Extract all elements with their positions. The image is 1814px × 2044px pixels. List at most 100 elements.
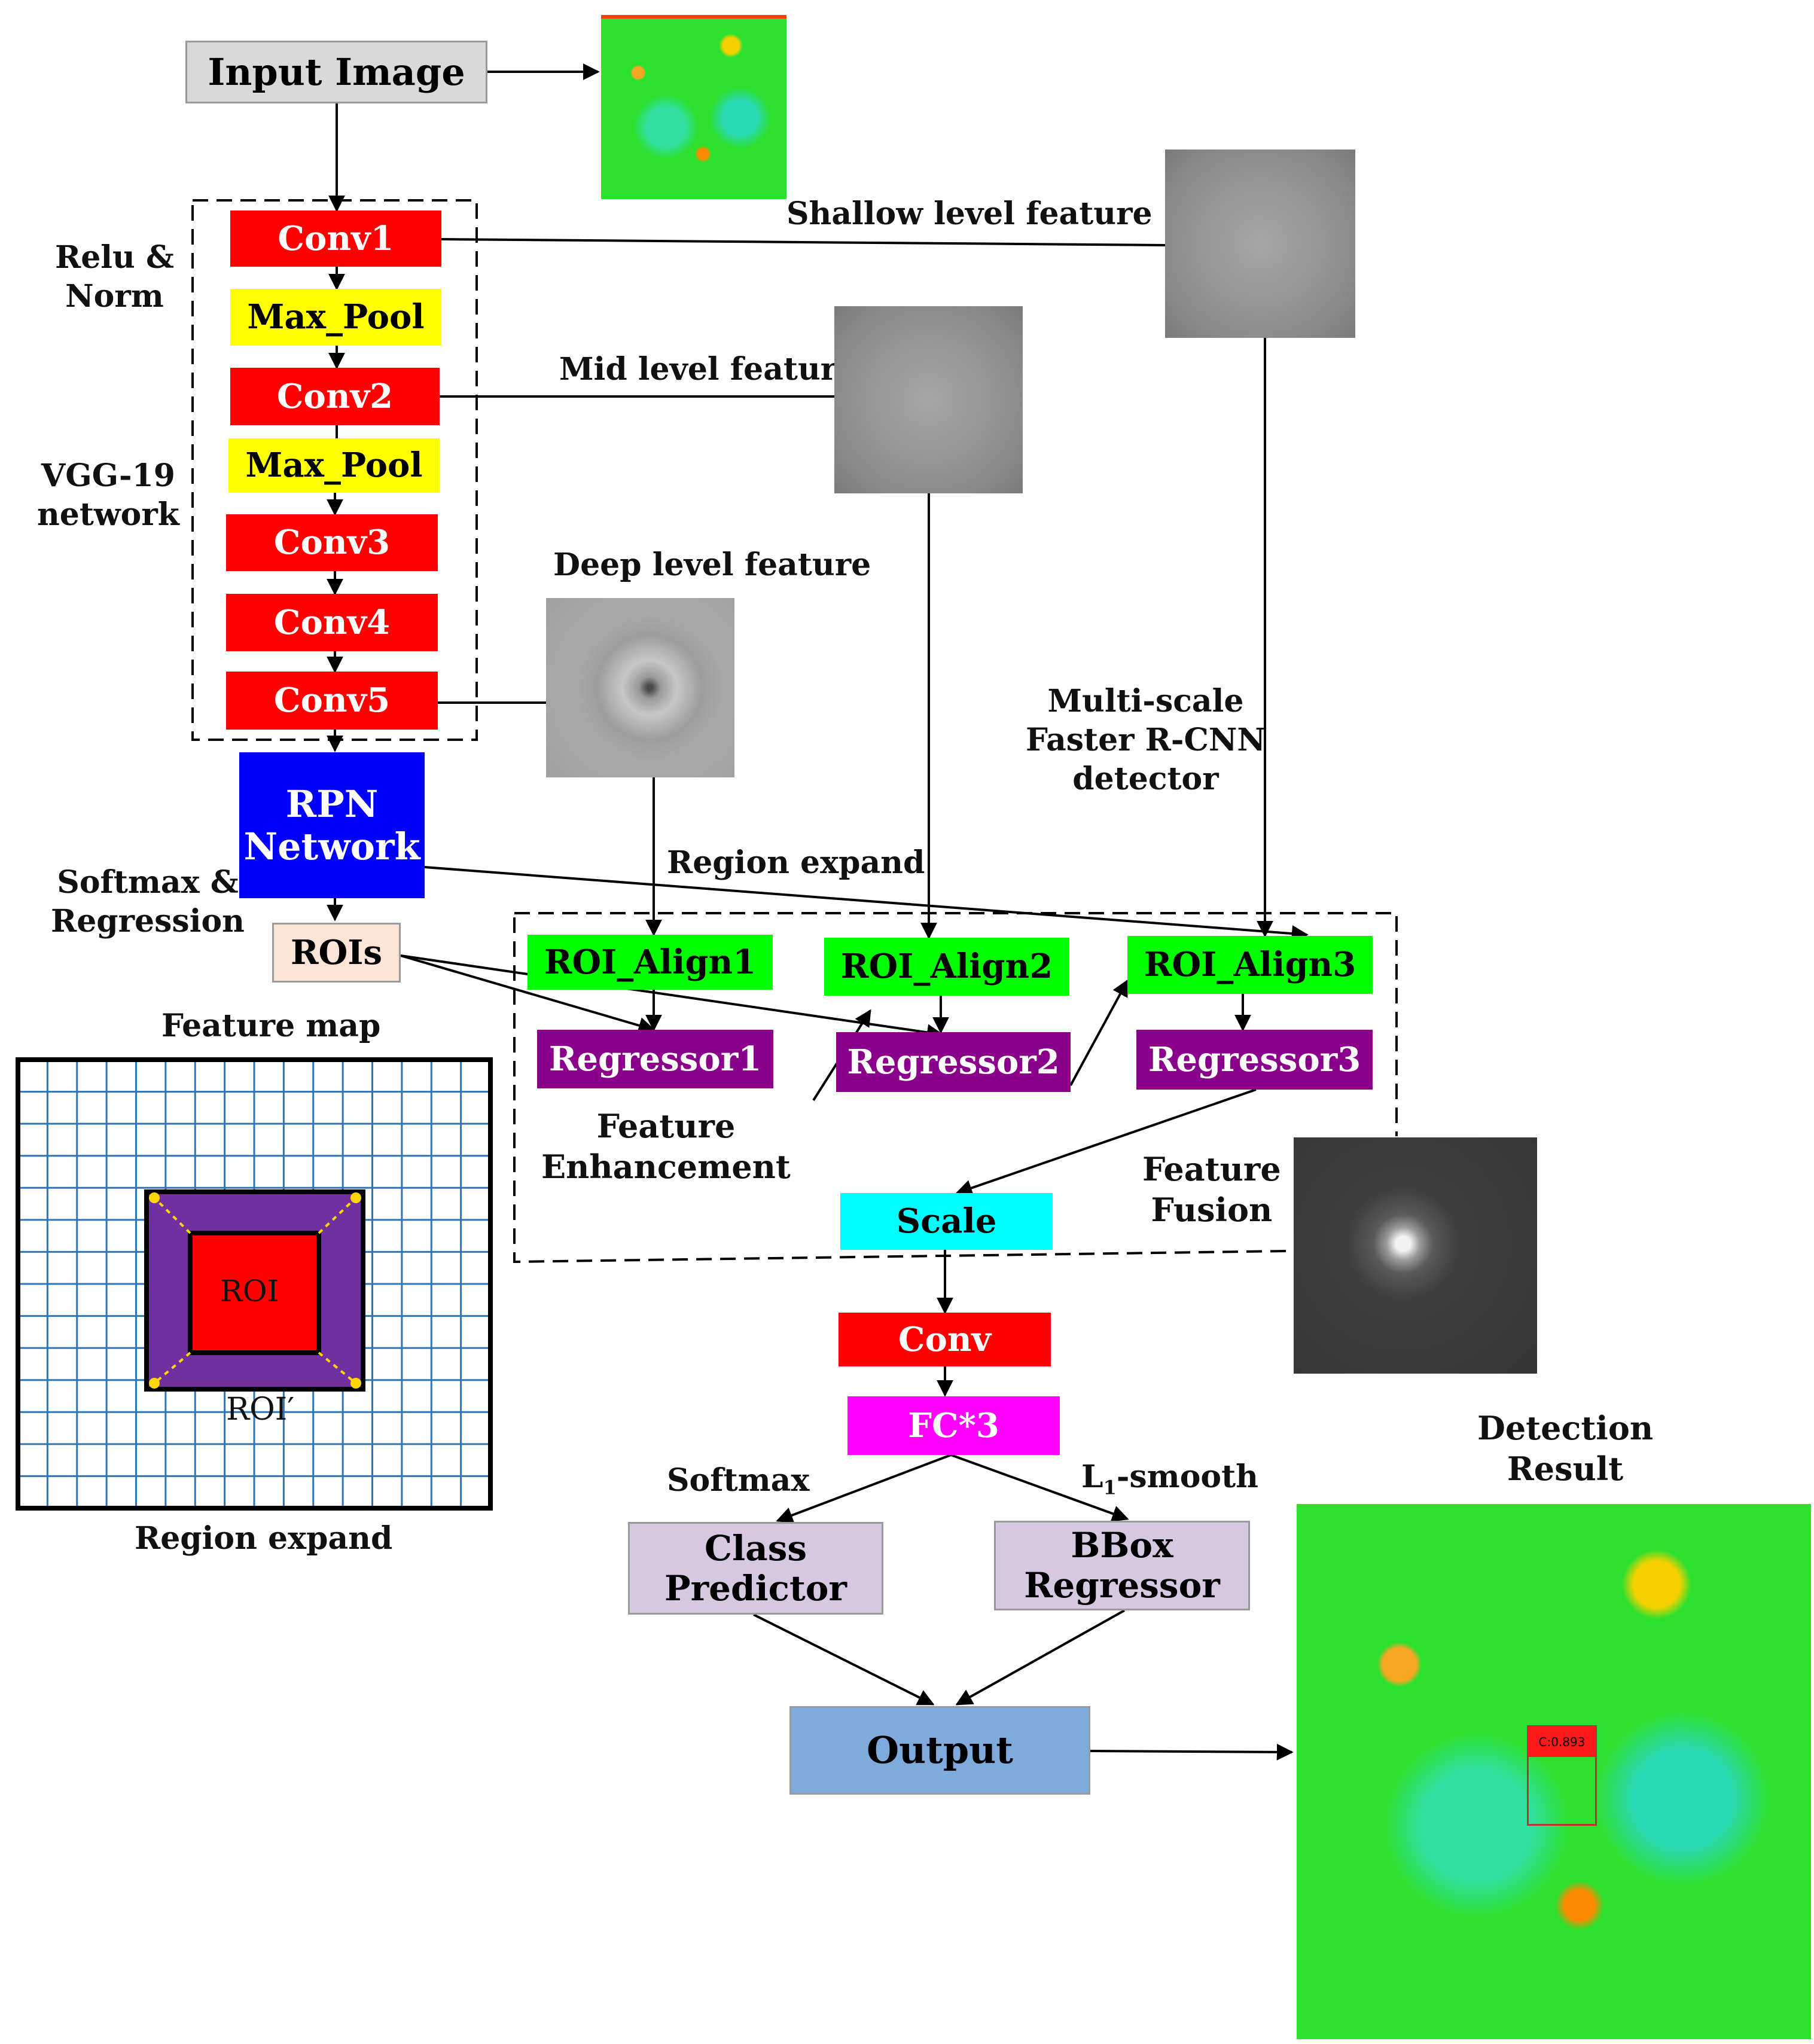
rpn-line-1: RPN: [285, 782, 379, 826]
maxpool1-block: Max_Pool: [230, 289, 441, 346]
detection-result-label: Detection Result: [1477, 1408, 1653, 1489]
conv-label: Conv: [898, 1319, 992, 1359]
input-image-box: Input Image: [185, 41, 487, 103]
scale-label: Scale: [896, 1201, 997, 1241]
l1-suffix: -smooth: [1116, 1459, 1258, 1495]
class-predictor-line-1: Class: [704, 1527, 807, 1569]
input-image-thumbnail: [601, 15, 786, 199]
regressor3-label: Regressor3: [1148, 1039, 1361, 1079]
feature-fusion-line-1: Feature: [1142, 1150, 1281, 1188]
roi-align1-label: ROI_Align1: [544, 942, 757, 982]
conv5-label: Conv5: [273, 681, 391, 721]
feature-enhancement-line-2: Enhancement: [541, 1147, 791, 1186]
vgg19-line-2: network: [37, 496, 179, 533]
expand-arrow: [153, 1197, 191, 1234]
output-block: Output: [789, 1706, 1090, 1795]
relu-norm-line-1: Relu &: [55, 239, 174, 276]
softmax-regression-line-1: Softmax &: [57, 864, 239, 901]
roi-align3-label: ROI_Align3: [1144, 945, 1356, 985]
expand-arrow-head: [149, 1192, 160, 1203]
conv1-label: Conv1: [278, 218, 394, 258]
maxpool2-block: Max_Pool: [228, 438, 440, 493]
regressor3-block: Regressor3: [1136, 1030, 1373, 1090]
roi-align2-block: ROI_Align2: [824, 938, 1069, 996]
detection-result-line-2: Result: [1507, 1449, 1624, 1488]
fused-feature-thumbnail: [1294, 1137, 1537, 1374]
regressor1-block: Regressor1: [537, 1030, 773, 1088]
scale-block: Scale: [840, 1193, 1053, 1250]
class-predictor-line-2: Predictor: [664, 1567, 847, 1609]
detection-box-label: C:0.893: [1529, 1727, 1595, 1757]
inset-feature-map: [16, 1057, 493, 1511]
softmax-regression-label: Softmax & Regression: [51, 863, 245, 941]
deep-feature-label: Deep level feature: [553, 547, 871, 583]
conv-block: Conv: [839, 1313, 1051, 1366]
roi-align1-block: ROI_Align1: [528, 935, 773, 990]
expand-arrow: [318, 1197, 357, 1234]
conv2-block: Conv2: [230, 368, 440, 425]
softmax-regression-line-2: Regression: [51, 903, 245, 939]
l1-smooth-label: L1-smooth: [1081, 1457, 1258, 1499]
conv5-block: Conv5: [226, 672, 438, 730]
conv2-label: Conv2: [276, 376, 394, 416]
relu-norm-label: Relu & Norm: [55, 238, 174, 316]
rois-block: ROIs: [272, 923, 401, 983]
expand-arrow: [318, 1352, 357, 1384]
output-label: Output: [867, 1728, 1013, 1773]
conv3-label: Conv3: [273, 523, 391, 563]
input-image-label: Input Image: [208, 50, 465, 94]
fc3-label: FC*3: [908, 1405, 999, 1445]
bbox-regressor-line-1: BBox: [1071, 1525, 1173, 1566]
maxpool1-label: Max_Pool: [247, 297, 425, 337]
roi-region: [188, 1231, 321, 1355]
l1-subscript: 1: [1103, 1476, 1117, 1499]
expand-arrow-head: [350, 1378, 361, 1389]
vgg19-label: VGG-19 network: [37, 456, 179, 534]
feature-fusion-line-2: Fusion: [1151, 1190, 1273, 1229]
regressor2-label: Regressor2: [847, 1042, 1060, 1082]
bbox-regressor-block: BBox Regressor: [994, 1521, 1250, 1610]
vgg19-line-1: VGG-19: [41, 457, 175, 494]
detector-line-3: detector: [1072, 761, 1219, 797]
mid-feature-thumbnail: [834, 306, 1023, 493]
expand-arrow-head: [149, 1378, 160, 1389]
roi-align3-block: ROI_Align3: [1127, 936, 1373, 994]
conv4-block: Conv4: [226, 594, 438, 651]
detection-result-image: C:0.893: [1297, 1504, 1811, 2039]
detector-line-1: Multi-scale: [1047, 683, 1244, 719]
rois-label: ROIs: [290, 932, 383, 972]
conv4-label: Conv4: [273, 602, 391, 642]
deep-feature-thumbnail: [546, 598, 734, 777]
inset-roi-label: ROI: [220, 1274, 279, 1308]
bbox-regressor-line-2: Regressor: [1024, 1565, 1220, 1606]
expand-arrow: [153, 1352, 191, 1384]
mid-feature-label: Mid level feature: [559, 351, 857, 388]
conv1-block: Conv1: [230, 210, 441, 267]
regressor2-block: Regressor2: [836, 1032, 1071, 1092]
feature-enhancement-line-1: Feature: [596, 1107, 736, 1145]
inset-title: Feature map: [161, 1008, 381, 1044]
softmax-label: Softmax: [667, 1462, 810, 1499]
shallow-feature-thumbnail: [1165, 150, 1355, 338]
expand-arrow-head: [350, 1192, 361, 1203]
inset-frame: [16, 1057, 493, 1511]
maxpool2-label: Max_Pool: [245, 446, 423, 486]
detector-dashed-region: [513, 912, 1398, 1264]
regressor1-label: Regressor1: [548, 1039, 762, 1079]
rpn-line-2: Network: [243, 825, 420, 868]
detection-bounding-box: C:0.893: [1527, 1725, 1597, 1826]
relu-norm-line-2: Norm: [65, 278, 164, 315]
feature-fusion-label: Feature Fusion: [1142, 1149, 1281, 1230]
fc3-block: FC*3: [847, 1396, 1060, 1455]
region-expand-top-label: Region expand: [667, 844, 925, 881]
inset-caption: Region expand: [135, 1520, 393, 1557]
inset-roi-prime-label: ROI′: [226, 1392, 295, 1427]
roi-align2-label: ROI_Align2: [840, 947, 1053, 987]
shallow-feature-label: Shallow level feature: [786, 196, 1153, 232]
detector-label: Multi-scale Faster R-CNN detector: [1026, 682, 1266, 798]
rpn-network-block: RPN Network: [239, 752, 425, 898]
feature-enhancement-label: Feature Enhancement: [541, 1106, 791, 1187]
detector-line-2: Faster R-CNN: [1026, 722, 1266, 758]
